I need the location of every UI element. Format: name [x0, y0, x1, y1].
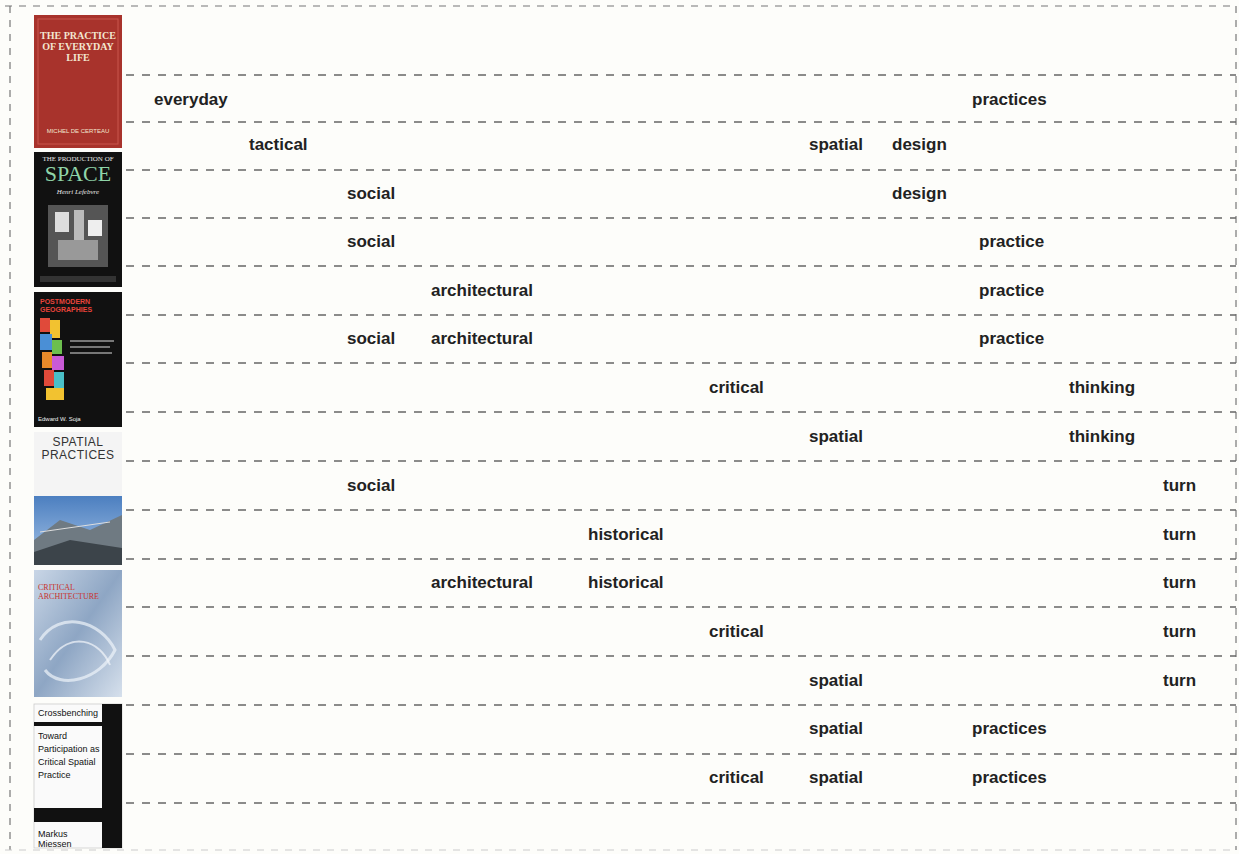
keyword: tactical: [247, 134, 310, 156]
keyword: design: [890, 183, 949, 205]
keyword: spatial: [807, 767, 865, 789]
keyword: practice: [977, 280, 1046, 302]
book-title: MICHEL DE CERTEAU: [36, 128, 120, 135]
book-title: Toward Participation as Critical Spatial…: [38, 730, 100, 782]
keyword: architectural: [429, 280, 535, 302]
book-cover-5: [34, 570, 122, 697]
keyword: turn: [1161, 572, 1198, 594]
keyword: historical: [586, 572, 666, 594]
keyword: social: [345, 183, 397, 205]
keyword: spatial: [807, 670, 865, 692]
keyword: practice: [977, 231, 1046, 253]
book-cover-3: [34, 292, 122, 427]
keyword: thinking: [1067, 426, 1137, 448]
keyword: spatial: [807, 134, 865, 156]
keyword: turn: [1161, 524, 1198, 546]
book-cover-4: [34, 432, 122, 565]
book-cover-6: [34, 704, 122, 848]
keyword: practices: [970, 718, 1049, 740]
book-title: Crossbenching: [38, 708, 100, 719]
keyword: architectural: [429, 572, 535, 594]
keyword: social: [345, 231, 397, 253]
book-title: THE PRACTICE OF EVERYDAY LIFE: [36, 30, 120, 63]
keyword: critical: [707, 767, 766, 789]
keyword: turn: [1161, 621, 1198, 643]
book-title: CRITICAL ARCHITECTURE: [38, 584, 118, 602]
book-title: Edward W. Soja: [38, 416, 118, 423]
book-cover-2: [34, 152, 122, 287]
book-title: SPATIAL PRACTICES: [36, 436, 120, 461]
keyword: thinking: [1067, 377, 1137, 399]
keyword: everyday: [152, 89, 230, 111]
keyword: critical: [707, 621, 766, 643]
keyword: spatial: [807, 426, 865, 448]
keyword: practices: [970, 89, 1049, 111]
keyword: turn: [1161, 670, 1198, 692]
keyword: turn: [1161, 475, 1198, 497]
keyword: historical: [586, 524, 666, 546]
keyword: social: [345, 328, 397, 350]
frame: [5, 6, 1236, 850]
keyword: practices: [970, 767, 1049, 789]
keyword: design: [890, 134, 949, 156]
keyword: critical: [707, 377, 766, 399]
keyword: practice: [977, 328, 1046, 350]
keyword: social: [345, 475, 397, 497]
book-title: SPACE: [36, 163, 120, 185]
book-title: Henri Lefebvre: [36, 189, 120, 197]
keyword: architectural: [429, 328, 535, 350]
keyword: spatial: [807, 718, 865, 740]
book-cover-1: [34, 15, 122, 148]
book-title: Markus Miessen: [38, 830, 102, 850]
row-rules: [126, 75, 1236, 803]
book-title: POSTMODERN GEOGRAPHIES: [40, 298, 102, 314]
